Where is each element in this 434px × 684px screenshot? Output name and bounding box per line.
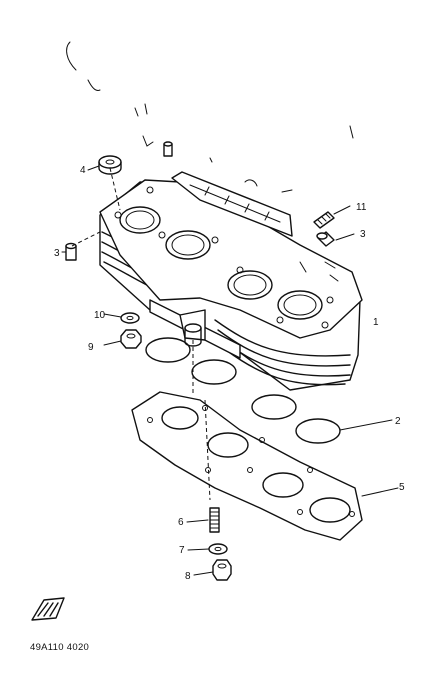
cylinder-gasket <box>131 391 399 541</box>
callout-5: 5 <box>399 482 405 493</box>
callout-9: 10 <box>94 310 106 321</box>
callout-3-right: 3 <box>360 229 366 240</box>
callout-3-left: 3 <box>54 248 60 259</box>
yamaha-logo-icon <box>31 597 65 621</box>
dowel-pin-left <box>61 242 77 261</box>
callout-10: 9 <box>88 342 94 353</box>
scan-marks <box>66 41 354 193</box>
callout-2: 2 <box>395 416 401 427</box>
nut-bottom <box>193 559 232 581</box>
callout-7: 7 <box>179 545 185 556</box>
washer <box>187 543 228 555</box>
callout-11: 11 <box>356 202 367 213</box>
stud-bolt <box>186 507 220 533</box>
figure-code: 49A110 4020 <box>30 642 89 653</box>
rubber-grommet <box>87 155 122 175</box>
nut-left <box>103 329 142 349</box>
stud-bolt-top <box>313 205 351 229</box>
assembly-guide-lines <box>71 167 211 501</box>
callout-8: 8 <box>185 571 191 582</box>
cylinder-block <box>99 171 363 391</box>
callout-6: 6 <box>178 517 184 528</box>
callout-4: 4 <box>80 165 86 176</box>
dowel-pin-right <box>316 231 355 247</box>
small-pin <box>163 141 173 157</box>
washer-left <box>103 312 140 324</box>
o-rings <box>145 337 393 444</box>
callout-labels: 4 3 11 3 1 10 9 2 5 6 7 8 49A110 4020 <box>30 165 405 653</box>
callout-1: 1 <box>373 317 379 328</box>
